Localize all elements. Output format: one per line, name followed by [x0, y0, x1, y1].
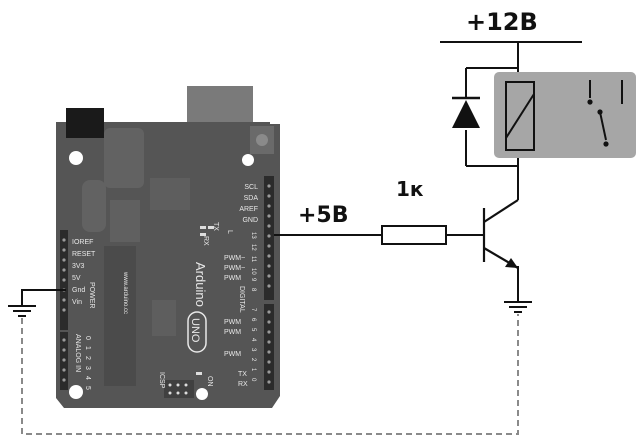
arduino-board: IOREF RESET 3V3 5V Gnd Vin POWER ANALOG … [56, 86, 280, 408]
model-badge [187, 311, 207, 353]
mount-hole [196, 388, 208, 400]
led-l-label: L [226, 230, 233, 234]
led-tx-label: TX [212, 222, 219, 231]
digital-pin-1: 1 [250, 368, 256, 372]
relay-coil-diagonal [505, 93, 535, 139]
relay-contact [589, 80, 623, 141]
digital-pin-2: 2 [250, 358, 256, 362]
digital-pin-6: 6 [250, 318, 256, 322]
analog-pin-2: 2 [84, 356, 91, 360]
pin-label-pwm-9: PWM [224, 275, 241, 282]
pin-label-gnd: Gnd [72, 287, 85, 294]
analog-pin-3: 3 [84, 366, 91, 370]
led-l [200, 226, 206, 229]
resistor [381, 225, 447, 245]
digital-pin-9: 9 [250, 278, 256, 282]
pin-label-pwm-10: PWM~ [224, 265, 245, 272]
pin-label-ioref: IOREF [72, 239, 93, 246]
digital-pin-header-high [264, 176, 274, 300]
ground-symbol-right [504, 301, 532, 313]
common-ground-link [21, 314, 519, 435]
wire-arduino-gnd [21, 289, 66, 306]
digital-pin-8: 8 [250, 288, 256, 292]
analog-pin-0: 0 [84, 336, 91, 340]
digital-pin-12: 12 [250, 244, 256, 251]
digital-pin-4: 4 [250, 338, 256, 342]
pin-label-vin: Vin [72, 299, 82, 306]
capacitor-block [104, 128, 144, 188]
analog-header-label: ANALOG IN [74, 334, 81, 372]
digital-pin-header-low [264, 304, 274, 390]
resistor-label: 1к [396, 177, 424, 201]
brand-label: Arduino [193, 262, 208, 307]
analog-pin-5: 5 [84, 386, 91, 390]
ground-symbol-left [8, 305, 36, 317]
analog-pin-4: 4 [84, 376, 91, 380]
pin-label-pwm-3: PWM [224, 351, 241, 358]
model-label: UNO [189, 318, 201, 343]
icsp-header [164, 380, 194, 398]
pin-label-pwm-5: PWM [224, 329, 241, 336]
digital-pin-0: 0 [250, 378, 256, 382]
digital-pin-11: 11 [250, 256, 256, 263]
website-label: www.arduino.cc [122, 271, 128, 314]
digital-pin-3: 3 [250, 348, 256, 352]
mount-hole [69, 151, 83, 165]
digital-label: DIGITAL [238, 286, 245, 313]
supply-12v-label: +12В [466, 8, 538, 36]
supply-5v-label: +5В [298, 203, 349, 228]
led-rx [208, 226, 214, 229]
on-label: ON [206, 376, 213, 387]
wiring [21, 41, 582, 306]
analog-pin-1: 1 [84, 346, 91, 350]
pin-label-gnd-top: GND [242, 217, 258, 224]
npn-transistor [482, 199, 519, 269]
microcontroller-chip [104, 246, 136, 386]
pin-label-3v3: 3V3 [72, 263, 85, 270]
pin-label-reset: RESET [72, 251, 96, 258]
pin-label-5v: 5V [72, 275, 81, 282]
pin-label-tx: TX [238, 371, 247, 378]
mount-hole [69, 385, 83, 399]
pin-label-aref: AREF [239, 206, 258, 213]
flyback-diode [452, 100, 480, 128]
digital-pin-5: 5 [250, 328, 256, 332]
pin-label-pwm-6: PWM [224, 319, 241, 326]
emitter-arrow [505, 258, 518, 268]
power-header-label: POWER [88, 282, 95, 308]
digital-pin-7: 7 [250, 308, 256, 312]
digital-pin-10: 10 [250, 268, 256, 275]
led-rx-label: RX [202, 236, 209, 246]
pin-label-scl: SCL [244, 184, 258, 191]
pin-label-pwm-11: PWM~ [224, 255, 245, 262]
led-tx [200, 233, 206, 236]
mount-hole [242, 154, 254, 166]
icsp-label: ICSP [158, 372, 165, 389]
pin-label-rx: RX [238, 381, 248, 388]
power-jack [187, 86, 253, 124]
digital-pin-13: 13 [250, 232, 256, 239]
led-on [196, 372, 202, 375]
pin-label-sda: SDA [244, 195, 259, 202]
